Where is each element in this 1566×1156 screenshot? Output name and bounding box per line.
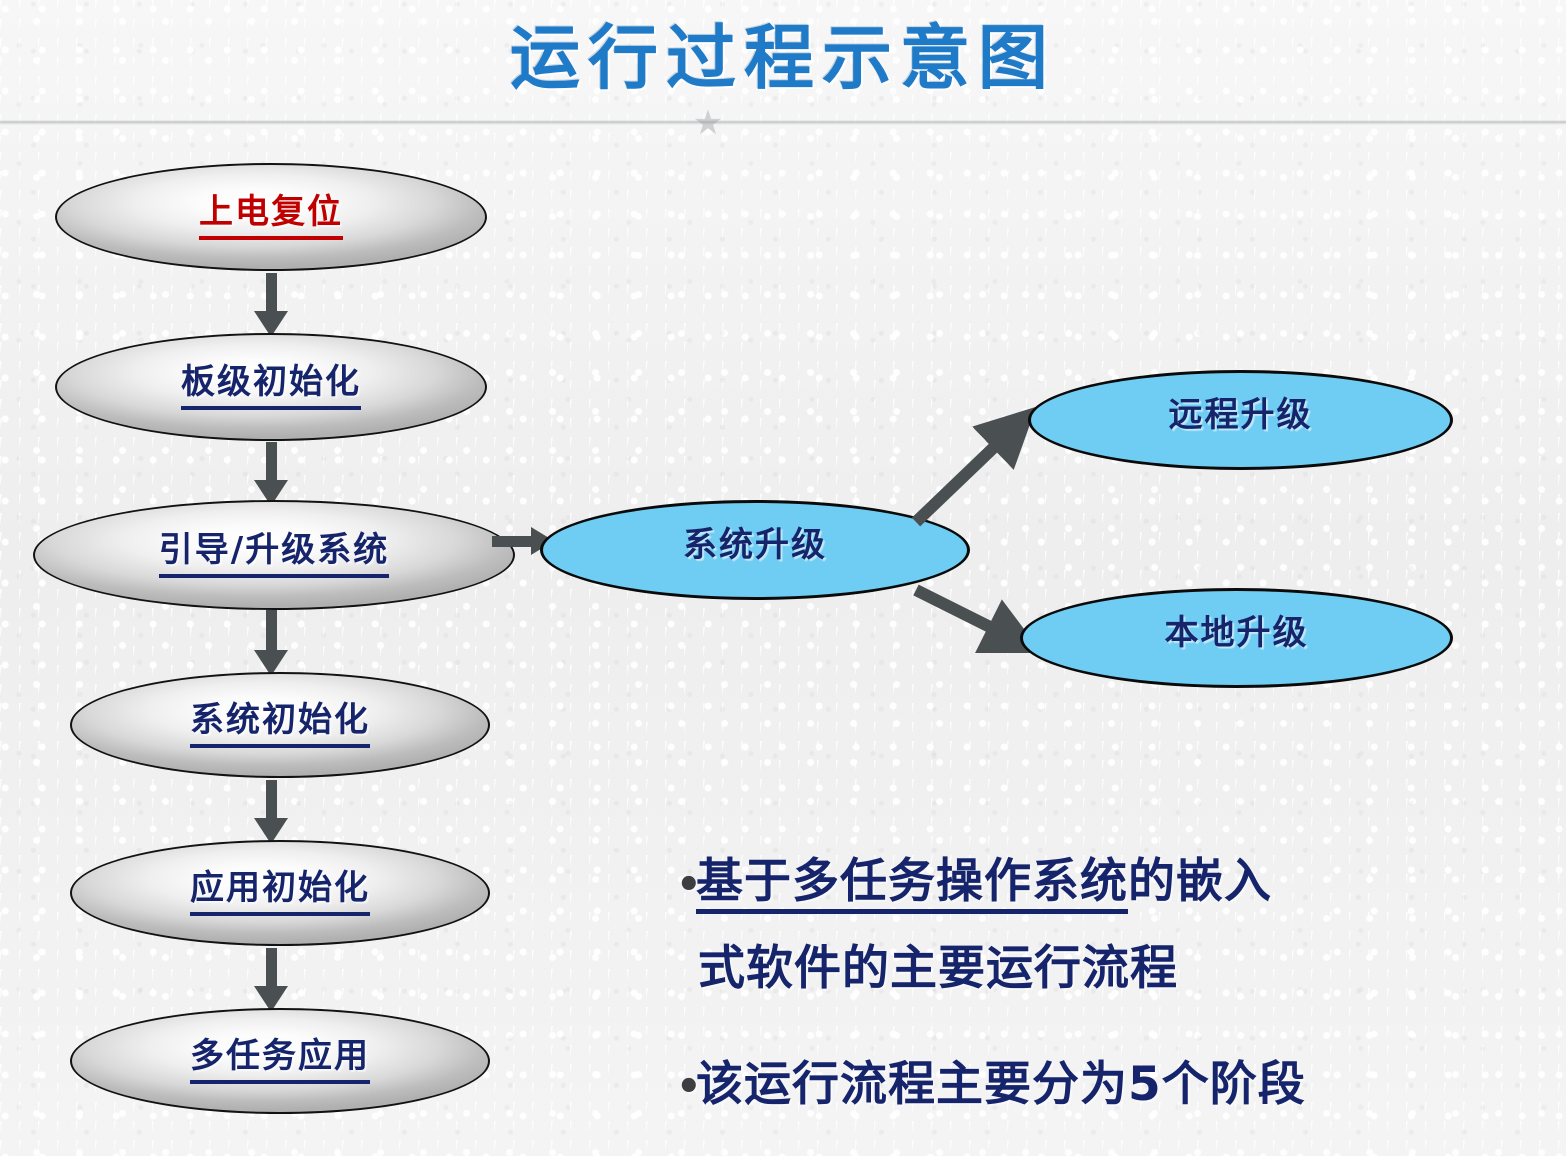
flow-node-label: 远程升级 [1168, 395, 1313, 436]
arrow-system-upgrade-to-remote [911, 406, 1037, 527]
flow-node-power-on-reset[interactable]: 上电复位 [55, 163, 487, 271]
list-item: •该运行流程主要分为5个阶段 [676, 1043, 1556, 1130]
list-item: •基于多任务操作系统的嵌入 式软件的主要运行流程 [676, 840, 1556, 1011]
flow-node-app-init[interactable]: 应用初始化 [70, 840, 490, 946]
star-icon: ★ [692, 103, 724, 143]
flow-node-label: 引导/升级系统 [158, 531, 390, 578]
flow-node-label: 系统初始化 [190, 701, 370, 748]
notes-list: •基于多任务操作系统的嵌入 式软件的主要运行流程 •该运行流程主要分为5个阶段 [676, 840, 1556, 1129]
flow-node-system-init[interactable]: 系统初始化 [70, 672, 490, 778]
arrow-board-init-to-boot [254, 442, 288, 506]
flow-node-label: 多任务应用 [190, 1037, 370, 1084]
flow-node-multitask-app[interactable]: 多任务应用 [70, 1008, 490, 1114]
flow-node-remote-upgrade[interactable]: 远程升级 [1028, 370, 1453, 470]
note-second-line: 式软件的主要运行流程 [698, 940, 1178, 996]
bullet-marker: • [676, 861, 703, 908]
note-underlined-text: 基于多任务操作系统 [696, 854, 1128, 914]
flow-node-label: 应用初始化 [190, 869, 370, 916]
flow-node-label: 上电复位 [199, 193, 343, 240]
header-divider [0, 120, 1566, 125]
arrow-boot-to-system-init [254, 610, 288, 676]
page-title: 运行过程示意图 [510, 17, 1056, 99]
flow-node-label: 系统升级 [683, 525, 827, 566]
flow-node-label: 本地升级 [1164, 613, 1309, 654]
flow-node-boot-upgrade-system[interactable]: 引导/升级系统 [33, 500, 515, 610]
arrow-system-init-to-app-init [254, 780, 288, 844]
note-plain-text: 该运行流程主要分为5个阶段 [696, 1056, 1306, 1112]
flow-node-local-upgrade[interactable]: 本地升级 [1020, 588, 1453, 688]
arrow-app-init-to-multitask [254, 948, 288, 1012]
flow-node-label: 板级初始化 [181, 363, 361, 410]
bullet-marker: • [676, 1064, 703, 1110]
flow-node-system-upgrade[interactable]: 系统升级 [540, 500, 970, 600]
note-plain-text: 的嵌入 [1128, 854, 1272, 909]
arrow-reset-to-board-init [254, 273, 288, 337]
arrow-system-upgrade-to-local [913, 584, 1043, 654]
flow-node-board-init[interactable]: 板级初始化 [55, 333, 487, 441]
